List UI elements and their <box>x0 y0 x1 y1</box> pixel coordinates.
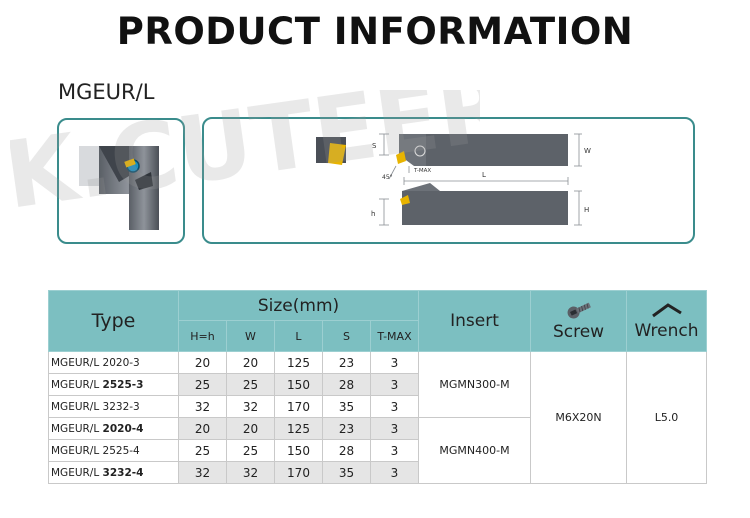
type-cell: MGEUR/L 2020-4 <box>48 417 179 440</box>
page-title: PRODUCT INFORMATION <box>116 10 634 53</box>
header-size: Size(mm) <box>178 290 419 321</box>
cell-w: 25 <box>226 439 275 462</box>
cell-tmax: 3 <box>370 439 419 462</box>
cell-h: 25 <box>178 439 227 462</box>
insert-top-view <box>396 151 406 164</box>
insert-cell: MGMN300-M <box>418 351 531 418</box>
type-prefix: MGEUR/L <box>51 422 103 435</box>
col-tmax: T-MAX <box>370 320 419 352</box>
cell-w: 32 <box>226 461 275 484</box>
type-prefix: MGEUR/L <box>51 356 103 369</box>
cell-s: 23 <box>322 351 371 374</box>
cell-l: 125 <box>274 417 323 440</box>
insert-side-view <box>400 195 410 205</box>
cell-h: 20 <box>178 417 227 440</box>
type-code: 2525-4 <box>102 444 140 457</box>
type-code: 3232-3 <box>102 400 140 413</box>
type-code: 3232-4 <box>102 466 144 479</box>
shank-side-view <box>402 191 568 225</box>
tool-closeup-panel <box>57 118 185 244</box>
table-row: MGEUR/L 2020-3 20 20 125 23 3 MGMN300-M … <box>48 351 707 484</box>
type-cell: MGEUR/L 2020-3 <box>48 351 179 374</box>
dim-label-l: L <box>482 171 486 179</box>
cell-w: 20 <box>226 351 275 374</box>
type-cell: MGEUR/L 3232-3 <box>48 395 179 418</box>
cell-tmax: 3 <box>370 373 419 396</box>
type-prefix: MGEUR/L <box>51 466 103 479</box>
dimension-drawing-panel: W S T-MAX 45° L h H <box>202 117 695 244</box>
cell-l: 170 <box>274 395 323 418</box>
tool-closeup-illustration <box>79 146 159 230</box>
dim-label-w: W <box>584 147 591 155</box>
cell-s: 28 <box>322 373 371 396</box>
table-row: MGEUR/L 2020-4 20 20 125 23 3 MGMN400-M <box>48 417 707 484</box>
dimension-drawing: W S T-MAX 45° L h H <box>316 133 591 226</box>
wrench-cell: L5.0 <box>626 351 707 484</box>
cell-h: 32 <box>178 461 227 484</box>
cell-h: 32 <box>178 395 227 418</box>
type-prefix: MGEUR/L <box>51 400 103 413</box>
header-screw: Screw <box>530 290 627 352</box>
header-type: Type <box>48 290 179 352</box>
dim-label-h-large: H <box>584 206 589 214</box>
cell-tmax: 3 <box>370 351 419 374</box>
type-code: 2020-3 <box>102 356 140 369</box>
table-row: MGEUR/L 3232-3 32 32 170 35 3 <box>48 395 707 418</box>
cell-s: 35 <box>322 395 371 418</box>
col-s: S <box>322 320 371 352</box>
type-cell: MGEUR/L 3232-4 <box>48 461 179 484</box>
cell-w: 25 <box>226 373 275 396</box>
type-cell: MGEUR/L 2525-4 <box>48 439 179 462</box>
spec-table: Type Size(mm) Insert Screw Wre <box>48 290 707 484</box>
header-wrench: Wrench <box>626 290 707 352</box>
cell-w: 32 <box>226 395 275 418</box>
cell-l: 125 <box>274 351 323 374</box>
type-prefix: MGEUR/L <box>51 378 103 391</box>
cell-s: 28 <box>322 439 371 462</box>
product-series-label: MGEUR/L <box>58 80 155 104</box>
table-row: MGEUR/L 3232-4 32 32 170 35 3 <box>48 461 707 484</box>
type-cell: MGEUR/L 2525-3 <box>48 373 179 396</box>
type-code: 2525-3 <box>102 378 144 391</box>
cell-l: 150 <box>274 373 323 396</box>
cell-s: 23 <box>322 417 371 440</box>
wrench-header-label: Wrench <box>634 321 699 341</box>
cell-tmax: 3 <box>370 461 419 484</box>
type-code: 2020-4 <box>102 422 144 435</box>
cell-s: 35 <box>322 461 371 484</box>
screw-icon <box>567 302 591 319</box>
hex-wrench-icon <box>651 303 682 318</box>
cell-h: 25 <box>178 373 227 396</box>
cell-w: 20 <box>226 417 275 440</box>
col-l: L <box>274 320 323 352</box>
cell-l: 170 <box>274 461 323 484</box>
cell-h: 20 <box>178 351 227 374</box>
header-insert: Insert <box>418 290 531 352</box>
col-h: H=h <box>178 320 227 352</box>
screw-cell: M6X20N <box>530 351 627 484</box>
shank-top-view <box>426 134 568 166</box>
screw-header-label: Screw <box>552 322 605 342</box>
cell-tmax: 3 <box>370 417 419 440</box>
insert-end-view <box>328 143 346 165</box>
type-prefix: MGEUR/L <box>51 444 103 457</box>
dim-label-h-small: h <box>371 210 375 218</box>
dim-label-s: S <box>372 142 377 150</box>
dim-label-tmax: T-MAX <box>413 168 431 174</box>
insert-cell: MGMN400-M <box>418 417 531 484</box>
col-w: W <box>226 320 275 352</box>
cell-tmax: 3 <box>370 395 419 418</box>
dim-label-angle: 45° <box>382 174 393 181</box>
cell-l: 150 <box>274 439 323 462</box>
